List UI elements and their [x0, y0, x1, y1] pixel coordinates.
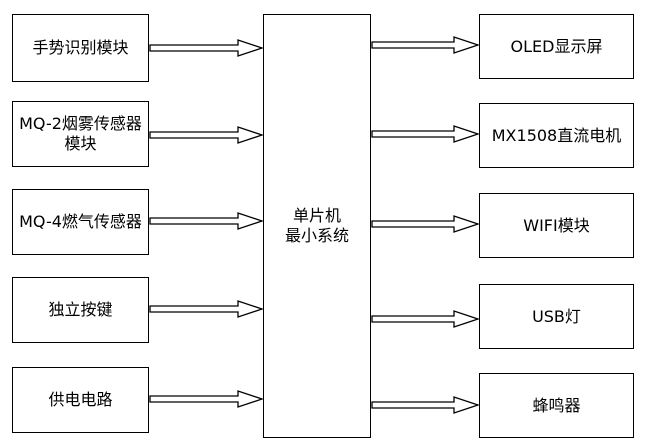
- output-box-buzzer: 蜂鸣器: [479, 373, 634, 438]
- input-box-mq4: MQ-4燃气传感器: [12, 189, 149, 255]
- output-box-wifi: WIFI模块: [479, 193, 634, 258]
- input-box-gesture: 手势识别模块: [12, 14, 149, 82]
- arrow-output-2: [371, 125, 481, 143]
- input-box-key: 独立按键: [12, 277, 149, 343]
- center-label: 单片机: [292, 206, 341, 225]
- arrow-input-4: [149, 300, 265, 318]
- arrow-output-4: [371, 310, 481, 328]
- arrow-input-2: [149, 126, 265, 144]
- input-label: MQ-2烟雾传感器: [19, 114, 142, 133]
- input-label: 独立按键: [48, 300, 113, 319]
- output-box-oled: OLED显示屏: [479, 14, 634, 79]
- output-label: 蜂鸣器: [532, 395, 581, 415]
- center-mcu-box: 单片机 最小系统: [263, 14, 371, 438]
- input-box-power: 供电电路: [12, 367, 149, 433]
- input-label-line2: 模块: [64, 134, 97, 153]
- output-label: OLED显示屏: [510, 36, 603, 56]
- output-box-motor: MX1508直流电机: [479, 103, 634, 168]
- output-box-usb-lamp: USB灯: [479, 284, 634, 349]
- input-label: 供电电路: [48, 390, 113, 409]
- arrow-output-3: [371, 215, 481, 233]
- arrow-output-5: [371, 396, 481, 414]
- output-label: WIFI模块: [523, 215, 590, 235]
- output-label: USB灯: [532, 306, 581, 326]
- center-label-line2: 最小系统: [284, 226, 349, 245]
- output-label: MX1508直流电机: [491, 125, 622, 145]
- arrow-input-3: [149, 212, 265, 230]
- input-label: 手势识别模块: [32, 38, 129, 57]
- arrow-input-5: [149, 390, 265, 408]
- arrow-input-1: [149, 39, 265, 57]
- input-box-mq2: MQ-2烟雾传感器 模块: [12, 101, 149, 167]
- arrow-output-1: [371, 36, 481, 54]
- input-label: MQ-4燃气传感器: [19, 212, 142, 231]
